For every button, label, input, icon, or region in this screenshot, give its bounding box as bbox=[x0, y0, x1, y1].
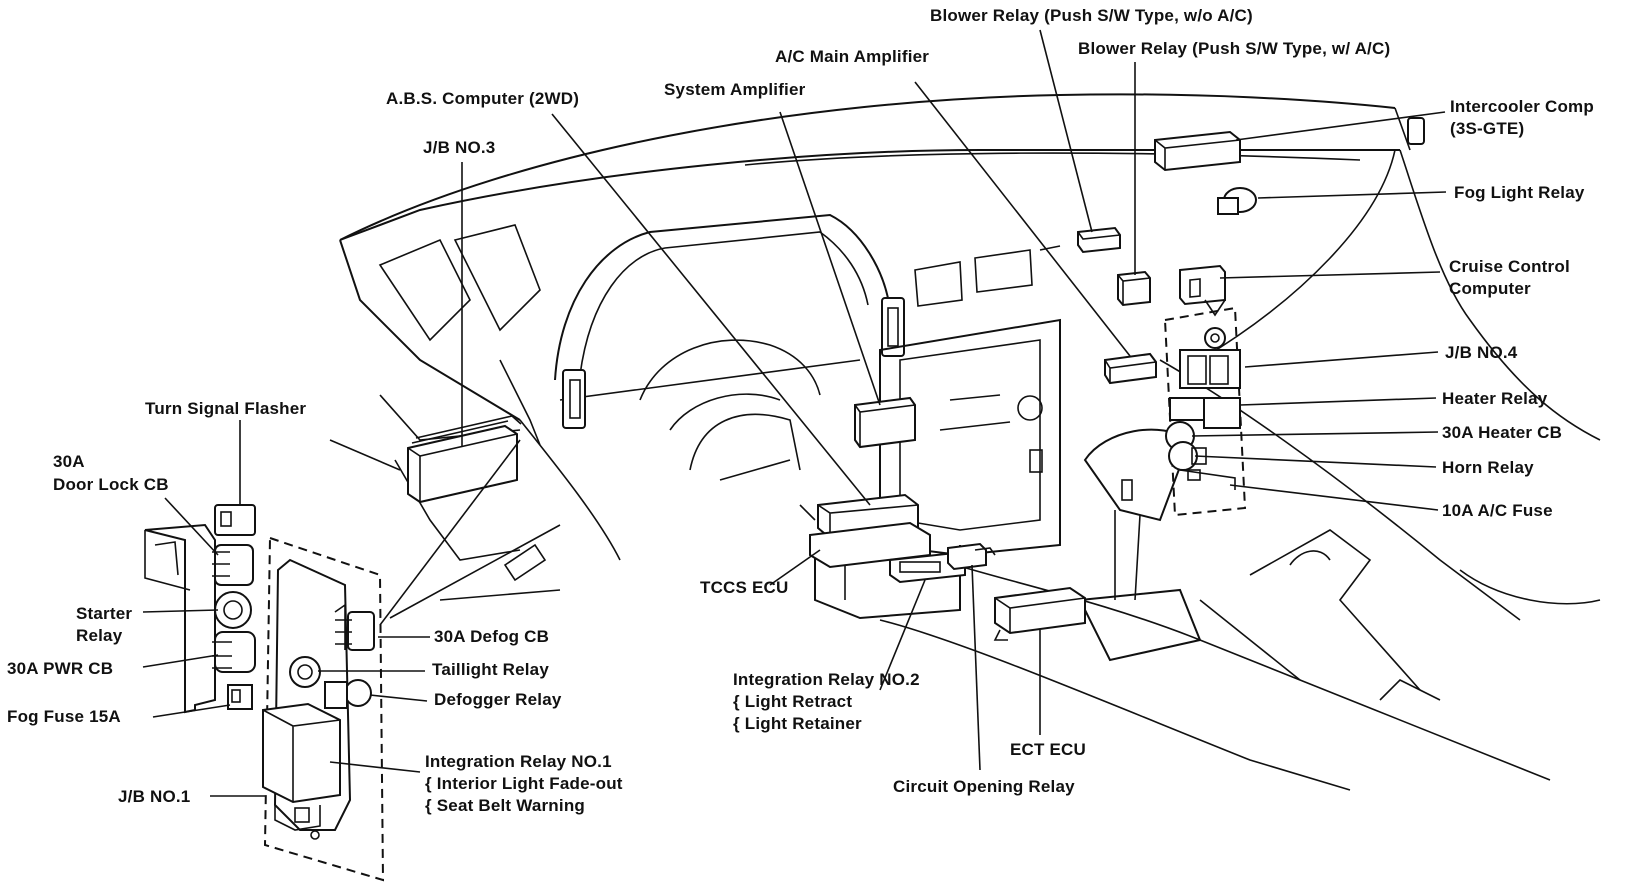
label-30a-defog-cb: 30A Defog CB bbox=[434, 627, 550, 646]
label-seat-belt-warning: { Seat Belt Warning bbox=[425, 796, 585, 815]
label-taillight-relay: Taillight Relay bbox=[432, 660, 549, 679]
label-starter: Starter bbox=[76, 604, 133, 623]
label-ac-main-amplifier: A/C Main Amplifier bbox=[775, 47, 930, 66]
label-ect-ecu: ECT ECU bbox=[1010, 740, 1087, 759]
label-abs-computer: A.B.S. Computer (2WD) bbox=[386, 89, 580, 108]
dashboard-upper-contour bbox=[339, 148, 1400, 241]
defogger-relay-part bbox=[344, 679, 372, 707]
taillight-relay-part bbox=[289, 656, 321, 688]
ac-main-amplifier-box bbox=[1104, 352, 1157, 385]
label-heater-relay: Heater Relay bbox=[1442, 389, 1548, 408]
jb-no3-block bbox=[407, 424, 518, 504]
circuit-opening-relay-box bbox=[947, 542, 987, 571]
leader-lines bbox=[142, 29, 1447, 797]
label-cruise-control-computer: Computer bbox=[1449, 279, 1531, 298]
cruise-control-computer-box bbox=[1179, 264, 1226, 306]
label-jb-no1: J/B NO.1 bbox=[118, 787, 191, 806]
ect-ecu-box bbox=[994, 586, 1086, 635]
label-cruise-control: Cruise Control bbox=[1449, 257, 1570, 276]
label-integration-relay-no1: Integration Relay NO.1 bbox=[425, 752, 612, 771]
label-door-lock-cb-rating: 30A bbox=[53, 452, 85, 471]
jb-no1-side-bracket bbox=[144, 523, 216, 714]
blower-relay-wo-ac-box bbox=[1077, 226, 1121, 254]
starter-relay-part bbox=[214, 591, 252, 629]
horn-relay-part bbox=[1168, 441, 1198, 471]
intercooler-comp-box bbox=[1154, 130, 1241, 172]
label-blower-relay-w-ac: Blower Relay (Push S/W Type, w/ A/C) bbox=[1078, 39, 1391, 58]
label-light-retract: { Light Retract bbox=[733, 692, 853, 711]
label-defogger-relay: Defogger Relay bbox=[434, 690, 562, 709]
door-lock-cb-part bbox=[214, 544, 254, 586]
label-circuit-opening-relay: Circuit Opening Relay bbox=[893, 777, 1075, 796]
label-jb-no3: J/B NO.3 bbox=[423, 138, 496, 157]
label-fog-light-relay: Fog Light Relay bbox=[1454, 183, 1585, 202]
label-jb-no4: J/B NO.4 bbox=[1445, 343, 1518, 362]
instrument-cluster-hood bbox=[554, 213, 891, 381]
label-starter-relay: Relay bbox=[76, 626, 123, 645]
label-30a-pwr-cb: 30A PWR CB bbox=[7, 659, 114, 678]
label-light-retainer: { Light Retainer bbox=[733, 714, 862, 733]
label-turn-signal-flasher: Turn Signal Flasher bbox=[145, 399, 307, 418]
label-intercooler-comp-engine: (3S-GTE) bbox=[1450, 119, 1525, 138]
label-intercooler-comp: Intercooler Comp bbox=[1450, 97, 1594, 116]
label-horn-relay: Horn Relay bbox=[1442, 458, 1534, 477]
pwr-cb-part bbox=[214, 631, 256, 673]
label-fog-fuse-15a: Fog Fuse 15A bbox=[7, 707, 121, 726]
dashboard-top-edge bbox=[339, 93, 1396, 241]
label-interior-light-fade-out: { Interior Light Fade-out bbox=[425, 774, 623, 793]
integration-relay-no1-part bbox=[262, 702, 341, 804]
defog-cb-part bbox=[347, 611, 375, 651]
label-tccs-ecu: TCCS ECU bbox=[700, 578, 789, 597]
label-system-amplifier: System Amplifier bbox=[664, 80, 806, 99]
label-blower-relay-wo-ac: Blower Relay (Push S/W Type, w/o A/C) bbox=[930, 6, 1253, 25]
label-integration-relay-no2: Integration Relay NO.2 bbox=[733, 670, 920, 689]
label-30a-heater-cb: 30A Heater CB bbox=[1442, 423, 1563, 442]
label-door-lock-cb: Door Lock CB bbox=[53, 475, 169, 494]
label-10a-ac-fuse: 10A A/C Fuse bbox=[1442, 501, 1553, 520]
